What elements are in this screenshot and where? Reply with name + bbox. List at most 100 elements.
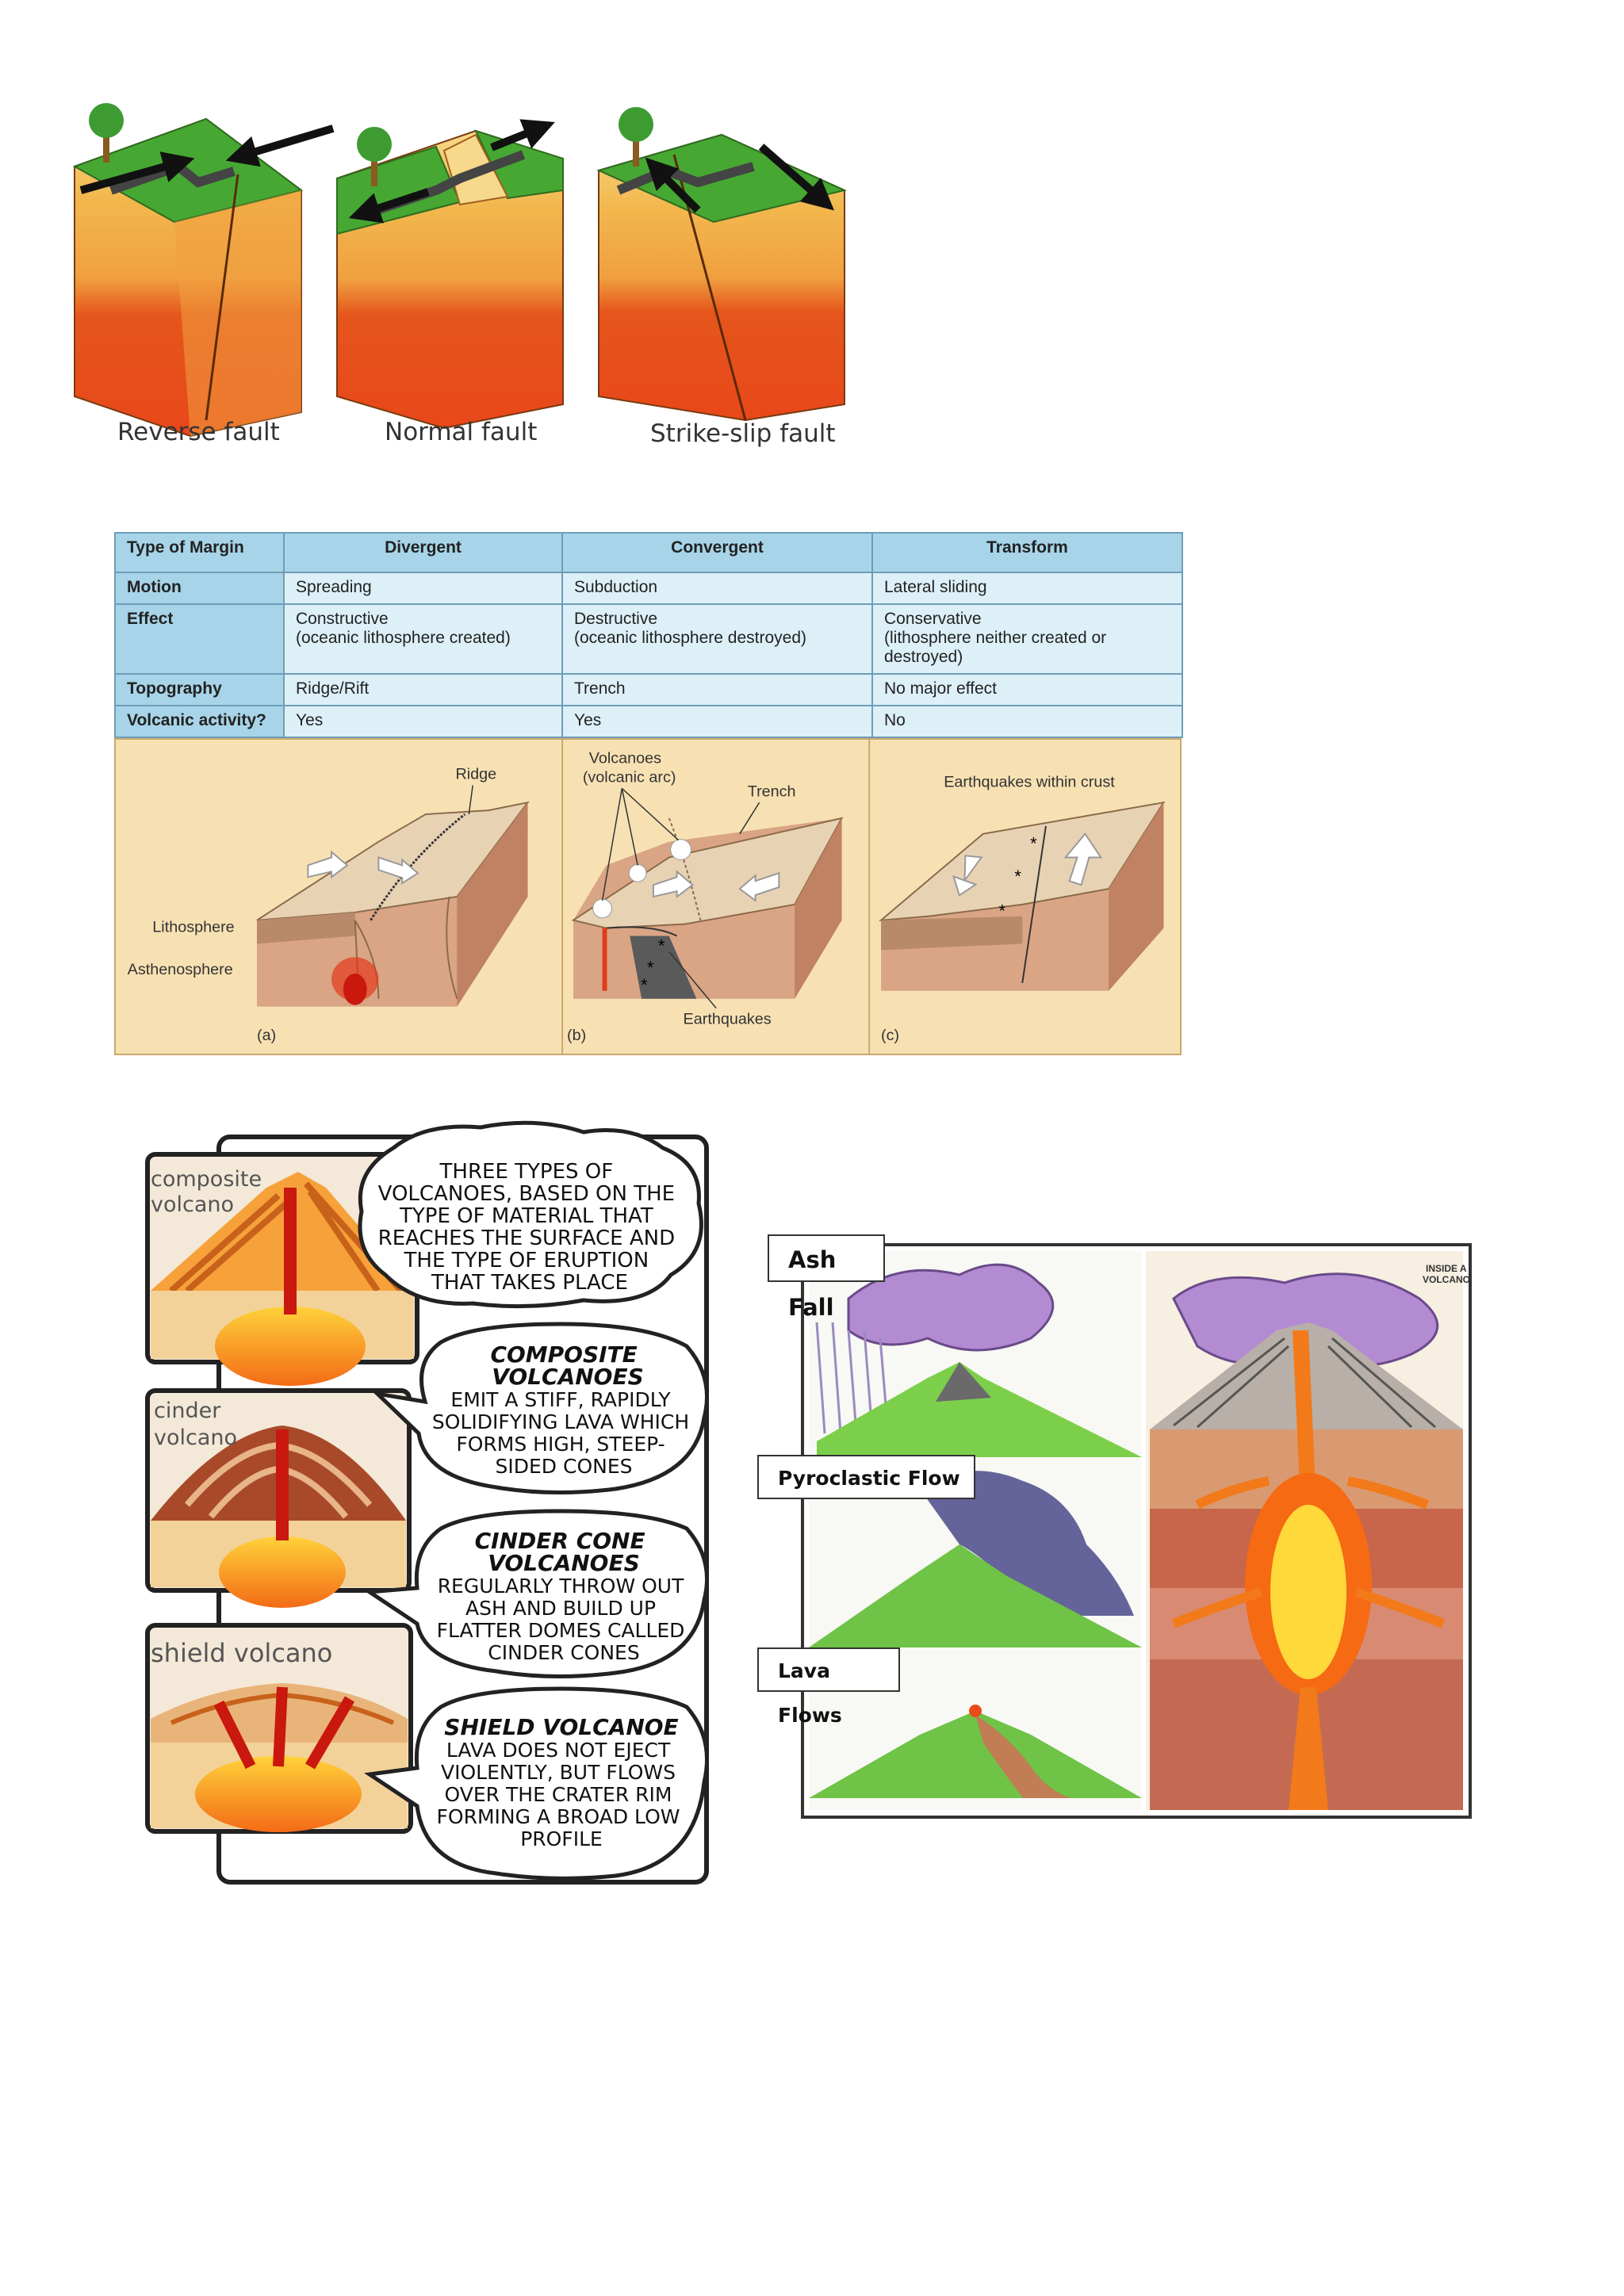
table-cell: Constructive (oceanic lithosphere create… (283, 603, 563, 675)
bubble-composite: COMPOSITE VOLCANOES EMIT A STIFF, RAPIDL… (371, 1322, 710, 1495)
table-cell: Lateral sliding (871, 572, 1183, 605)
star-quake: * (999, 901, 1006, 921)
bubble-shield: SHIELD VOLCANOE LAVA DOES NOT EJECT VIOL… (364, 1686, 710, 1881)
table-cell: No major effect (871, 673, 1183, 706)
bubble-intro-line: REACHES THE SURFACE AND (378, 1226, 675, 1250)
inside-label-1: INSIDE A (1426, 1263, 1467, 1274)
bubble-body-line: PROFILE (520, 1827, 603, 1850)
cell-line: destroyed) (884, 648, 963, 666)
transform-diagram: * * * Earthquakes within crust (c) (879, 773, 1166, 1044)
star-quake: * (1030, 834, 1037, 854)
cinder-volcano-panel: cinder volcano (145, 1388, 412, 1608)
label-lava-flows: Lava Flows (757, 1647, 900, 1727)
bubble-title-line: VOLCANOES (488, 1550, 640, 1576)
star-quake: * (641, 975, 648, 995)
bubble-cinder-body: REGULARLY THROW OUT ASH AND BUILD UP FLA… (437, 1575, 691, 1664)
bubble-body-line: FLATTER DOMES CALLED (437, 1619, 685, 1642)
bubble-body-line: REGULARLY THROW OUT (438, 1575, 684, 1598)
bubble-intro: THREE TYPES OF VOLCANOES, BASED ON THE T… (358, 1120, 703, 1309)
composite-label: composite (151, 1167, 262, 1192)
bubble-shield-title: SHIELD VOLCANOE (444, 1714, 678, 1740)
table-cell: Destructive (oceanic lithosphere destroy… (561, 603, 873, 675)
row-head-topography: Topography (114, 673, 285, 706)
header-convergent: Convergent (561, 532, 873, 573)
cell-line: (oceanic lithosphere destroyed) (574, 629, 806, 647)
cell-line: Destructive (574, 610, 658, 628)
label-trench: Trench (748, 783, 796, 800)
ash-fall-scene (809, 1251, 1142, 1457)
bubble-body-line: OVER THE CRATER RIM (445, 1783, 672, 1806)
plate-margin-figure: Type of Margin Divergent Convergent Tran… (114, 532, 1183, 1079)
normal-fault-block (336, 119, 564, 430)
table-row: Volcanic activity? Yes Yes No (114, 705, 1183, 738)
lava-flows-scene (809, 1647, 1142, 1810)
divergent-diagram: Ridge Lithosphere Asthenosphere (a) (128, 766, 530, 1044)
reverse-fault-block (72, 103, 335, 438)
bubble-cinder: CINDER CONE VOLCANOES REGULARLY THROW OU… (363, 1509, 710, 1679)
label-panel-b: (b) (567, 1027, 586, 1044)
cell-line: Constructive (296, 610, 389, 628)
label-ridge: Ridge (455, 766, 496, 783)
label-asthenosphere: Asthenosphere (128, 961, 233, 978)
bubble-body-line: SIDED CONES (496, 1455, 633, 1478)
star-quake: * (658, 936, 665, 955)
bubble-title-line: COMPOSITE (490, 1341, 637, 1368)
cinder-label: cinder (154, 1399, 221, 1423)
table-row: Effect Constructive (oceanic lithosphere… (114, 603, 1183, 675)
inside-volcano-diagram: INSIDE A VOLCANO (1146, 1251, 1470, 1810)
table-cell: Conservative (lithosphere neither create… (871, 603, 1183, 675)
bubble-body-line: LAVA DOES NOT EJECT (446, 1739, 671, 1762)
shield-volcano-panel: shield volcano (145, 1623, 413, 1834)
bubble-title-line: CINDER CONE (475, 1528, 645, 1554)
label-ash-fall: Ash Fall (768, 1234, 885, 1321)
label-volcanic-arc: (volcanic arc) (583, 768, 676, 786)
table-cell: Subduction (561, 572, 873, 605)
table-cell: Trench (561, 673, 873, 706)
table-row: Topography Ridge/Rift Trench No major ef… (114, 673, 1183, 706)
table-cell: Spreading (283, 572, 563, 605)
bubble-cinder-title: CINDER CONE VOLCANOES (475, 1528, 653, 1576)
label-panel-a: (a) (257, 1027, 276, 1044)
bubble-intro-line: THAT TAKES PLACE (431, 1271, 628, 1295)
label-pyroclastic-flow: Pyroclastic Flow (757, 1455, 975, 1499)
plate-margin-table: Type of Margin Divergent Convergent Tran… (114, 532, 1183, 738)
bubble-intro-line: VOLCANOES, BASED ON THE (378, 1182, 675, 1206)
row-head-effect: Effect (114, 603, 285, 675)
composite-volcano-panel: composite volcano (145, 1152, 419, 1386)
label-earthquakes-within-crust: Earthquakes within crust (944, 773, 1115, 790)
bubble-body-line: FORMS HIGH, STEEP- (456, 1433, 665, 1456)
bubble-body-line: FORMING A BROAD LOW (437, 1805, 680, 1828)
bubble-title-line: VOLCANOES (492, 1364, 644, 1390)
header-type-of-margin: Type of Margin (114, 532, 285, 573)
bubble-body-line: SOLIDIFYING LAVA WHICH (432, 1410, 689, 1433)
normal-fault-label: Normal fault (385, 418, 537, 446)
composite-label-2: volcano (151, 1192, 234, 1217)
label-panel-c: (c) (881, 1027, 899, 1044)
bubble-body-line: VIOLENTLY, BUT FLOWS (441, 1761, 676, 1784)
bubble-composite-title: COMPOSITE VOLCANOES (490, 1341, 645, 1390)
table-row: Motion Spreading Subduction Lateral slid… (114, 572, 1183, 605)
header-transform: Transform (871, 532, 1183, 573)
label-volcanoes: Volcanoes (589, 750, 661, 767)
bubble-body-line: ASH AND BUILD UP (465, 1597, 656, 1620)
table-header-row: Type of Margin Divergent Convergent Tran… (114, 532, 1183, 573)
cell-line: (lithosphere neither created or (884, 629, 1107, 647)
eruption-types-figure: INSIDE A VOLCANO (801, 1243, 1472, 1819)
bubble-intro-line: THE TYPE OF ERUPTION (404, 1249, 649, 1272)
table-cell: Yes (561, 705, 873, 738)
row-head-motion: Motion (114, 572, 285, 605)
plate-boundary-diagrams: Ridge Lithosphere Asthenosphere (a) * * … (114, 738, 1182, 1055)
strike-slip-fault-label: Strike-slip fault (650, 419, 836, 448)
fault-diagrams: Reverse fault Normal fault Strike-slip f… (72, 103, 848, 448)
bubble-composite-body: EMIT A STIFF, RAPIDLY SOLIDIFYING LAVA W… (432, 1388, 695, 1478)
convergent-diagram: * * * Volcanoes (volcanic arc) Trench Ea… (567, 750, 844, 1044)
table-cell: No (871, 705, 1183, 738)
reverse-fault-label: Reverse fault (117, 418, 280, 446)
label-lithosphere: Lithosphere (152, 919, 234, 936)
table-cell: Yes (283, 705, 563, 738)
bubble-body-line: EMIT A STIFF, RAPIDLY (450, 1388, 671, 1411)
shield-label: shield volcano (151, 1638, 332, 1668)
bubble-shield-body: LAVA DOES NOT EJECT VIOLENTLY, BUT FLOWS… (437, 1739, 687, 1850)
cell-line: Conservative (884, 610, 982, 628)
star-quake: * (1014, 867, 1021, 886)
